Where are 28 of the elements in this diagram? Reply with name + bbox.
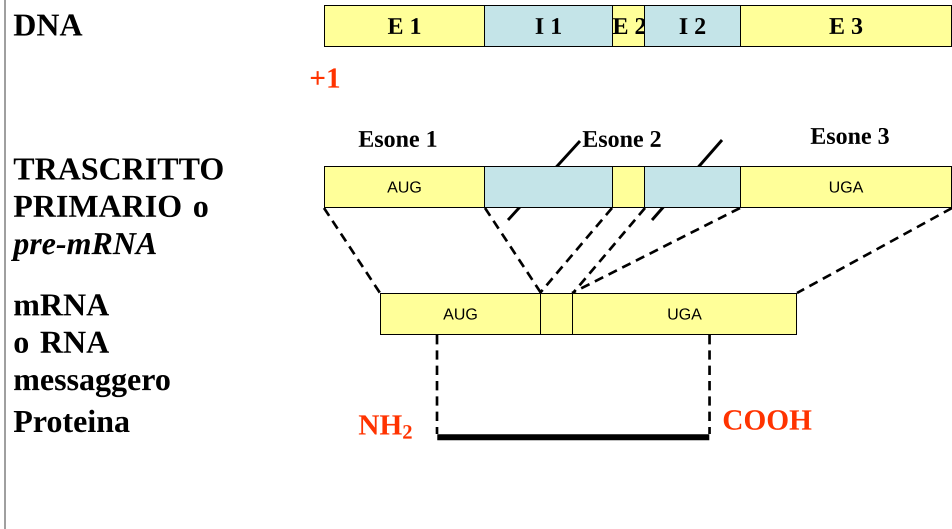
intron-segment — [484, 166, 613, 208]
exon-segment: AUG — [324, 166, 485, 208]
exon-label: Esone 1 — [358, 130, 436, 148]
row-label: Proteina — [14, 410, 130, 432]
exon-label: Esone 3 — [810, 128, 889, 144]
row-label: DNA — [14, 14, 82, 36]
dashed-line — [484, 207, 542, 294]
row-label: mRNA o RNA messaggero — [14, 294, 170, 398]
intron-segment: I 1 — [484, 5, 613, 47]
exon-segment — [540, 293, 573, 335]
intron-segment — [644, 166, 741, 208]
dashed-line — [539, 207, 614, 294]
row-label: TRASCRITTO PRIMARIO o pre-mRNA — [11, 158, 223, 261]
terminus-label: NH$_{2}$ — [358, 415, 412, 439]
dashed-line — [571, 206, 741, 294]
intron-segment: I 2 — [644, 5, 741, 47]
dashed-line — [796, 206, 952, 294]
dashed-line — [708, 335, 711, 434]
exon-segment: E 3 — [740, 5, 952, 47]
exon-segment: UGA — [740, 166, 952, 208]
terminus-label: COOH — [724, 410, 812, 430]
position-label: +1 — [310, 68, 340, 88]
exon-segment — [612, 166, 645, 208]
dashed-line — [436, 335, 438, 434]
dashed-line — [322, 207, 382, 294]
exon-label: Esone 2 — [582, 130, 661, 148]
dashed-line — [572, 207, 646, 294]
exon-segment: E 1 — [324, 5, 485, 47]
